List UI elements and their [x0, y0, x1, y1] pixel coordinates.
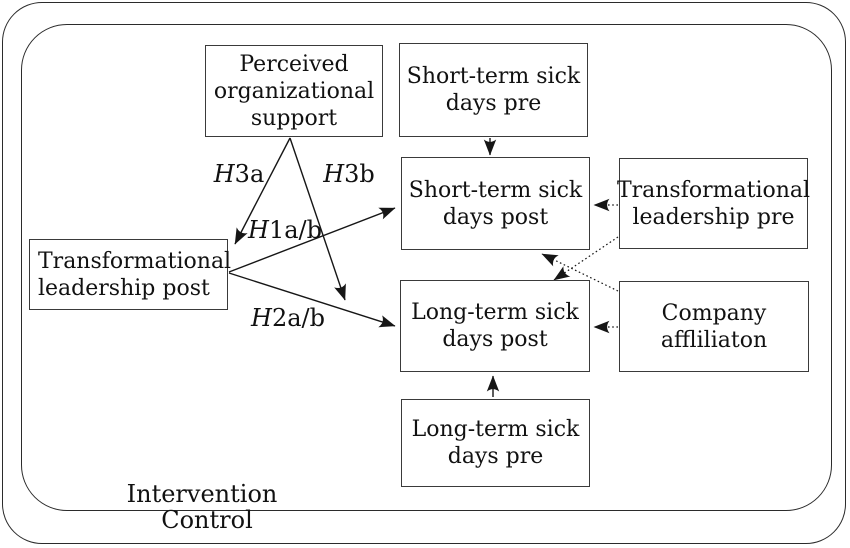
hypothesis-label-H2a/b: H2a/b [251, 304, 325, 332]
intervention-label: Intervention [126, 480, 278, 508]
hypothesis-number: 3a [234, 160, 265, 188]
hypothesis-number: 2a/b [271, 304, 325, 332]
hypothesis-letter: H [251, 304, 272, 332]
node-perceived-organizational-support: Perceived organizational support [205, 45, 383, 137]
intervention-boundary-frame [21, 24, 832, 511]
node-transformational-leadership-post: Transformational leadership post [29, 239, 231, 310]
hypothesis-letter: H [248, 216, 269, 244]
hypothesis-letter: H [213, 160, 235, 188]
control-label: Control [161, 506, 253, 534]
node-long-term-sick-days-pre: Long-term sick days pre [401, 399, 590, 487]
hypothesis-letter: H [323, 160, 345, 188]
node-company-affliliaton: Company affliliaton [619, 281, 809, 372]
node-short-term-sick-days-pre: Short-term sick days pre [399, 43, 588, 137]
hypothesis-label-H3b: H3b [323, 160, 375, 188]
node-transformational-leadership-pre: Transformational leadership pre [617, 158, 810, 249]
hypothesis-label-H3a: H3a [214, 160, 265, 188]
node-short-term-sick-days-post: Short-term sick days post [401, 157, 590, 250]
node-long-term-sick-days-post: Long-term sick days post [400, 280, 590, 372]
hypothesis-number: 1a/b [268, 216, 322, 244]
hypothesis-label-H1a/b: H1a/b [248, 216, 322, 244]
hypothesis-number: 3b [344, 160, 375, 188]
